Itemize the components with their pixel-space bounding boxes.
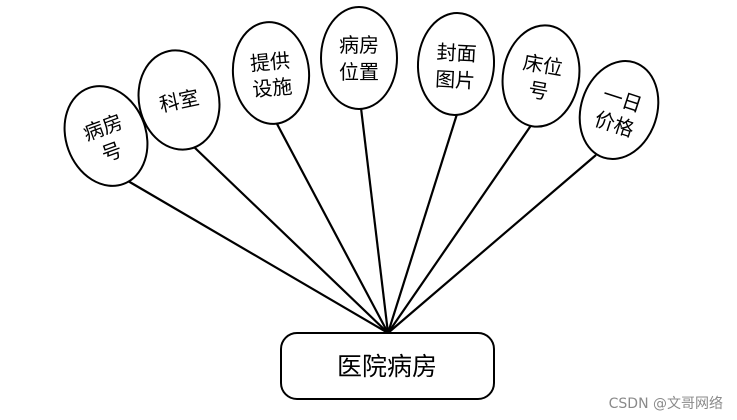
attribute-label-line: 病房 xyxy=(339,33,379,57)
connector-lines xyxy=(127,107,597,334)
connector-cover-image xyxy=(386,113,459,334)
attribute-cover-image: 封面 图片 xyxy=(416,12,496,116)
attribute-ellipse xyxy=(578,60,660,160)
entity-hospital-ward: 医院病房 xyxy=(280,332,495,400)
attribute-daily-price: 一日 价格 xyxy=(578,60,660,160)
attribute-room-location: 病房 位置 xyxy=(320,6,398,110)
attribute-label-line: 提供 xyxy=(249,48,291,75)
attribute-label-line: 封面 xyxy=(436,40,477,66)
watermark: CSDN @文哥网络 xyxy=(608,396,723,412)
attribute-label-line: 设施 xyxy=(251,74,293,101)
connector-room-location xyxy=(359,107,390,334)
attribute-ellipse xyxy=(501,24,581,128)
attribute-ellipse xyxy=(320,6,398,110)
attribute-department: 科室 xyxy=(137,49,221,151)
attribute-bed-number: 床位 号 xyxy=(501,24,581,128)
connector-facilities xyxy=(275,121,389,334)
attribute-facilities: 提供 设施 xyxy=(231,21,311,125)
connector-daily-price xyxy=(387,154,597,334)
connector-bed-number xyxy=(387,123,533,334)
connector-room-number xyxy=(127,180,389,334)
attribute-room-number: 病房 号 xyxy=(63,85,149,187)
entity-box xyxy=(280,332,495,400)
attribute-label-line: 图片 xyxy=(435,67,476,93)
connector-department xyxy=(193,146,389,334)
attribute-ellipse xyxy=(137,49,221,151)
attribute-ellipse xyxy=(416,12,496,116)
entity-label: 医院病房 xyxy=(337,352,437,381)
attribute-label-line: 号 xyxy=(526,77,550,104)
attribute-label-line: 位置 xyxy=(339,60,379,84)
